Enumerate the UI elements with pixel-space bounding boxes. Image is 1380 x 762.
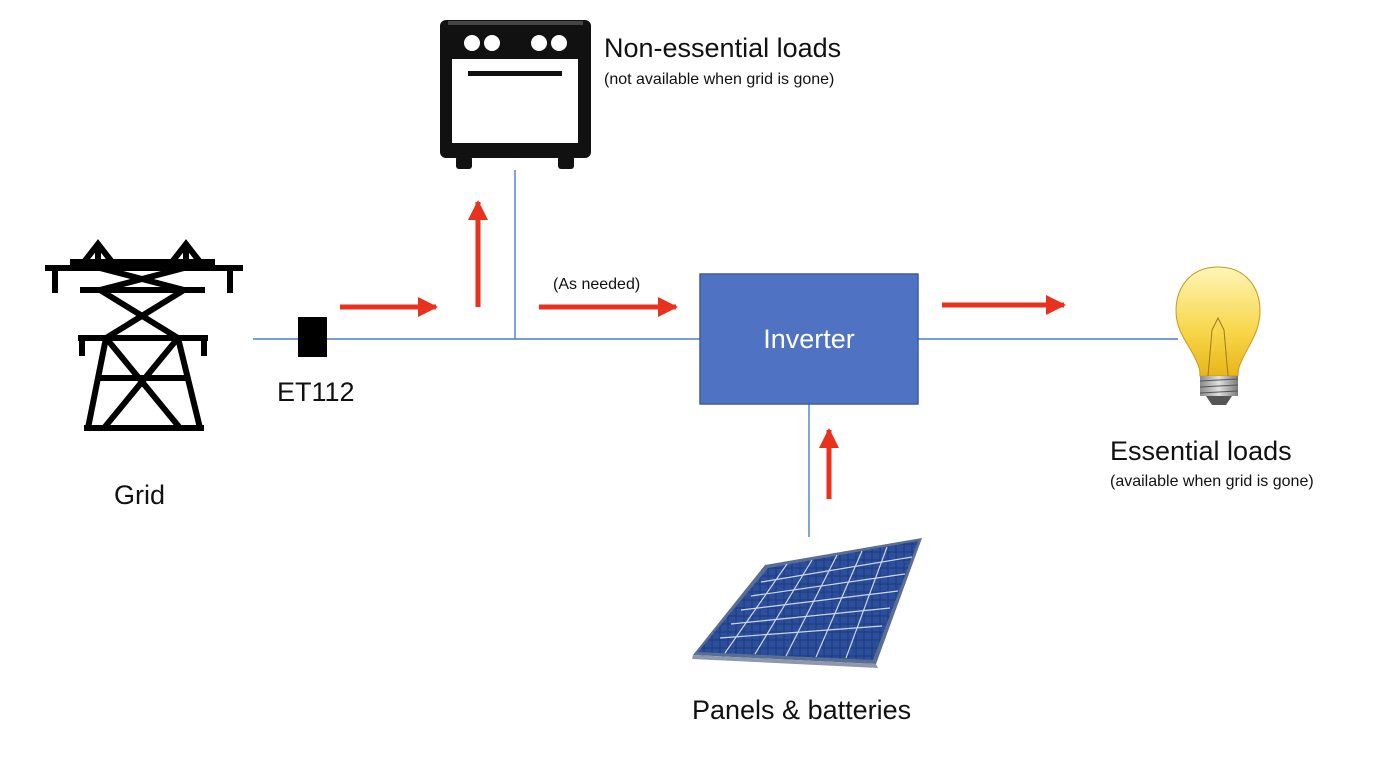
wires [253, 170, 1178, 537]
flow-arrows [340, 200, 1066, 499]
solar-panel-icon [692, 538, 922, 668]
meter-label: ET112 [277, 377, 355, 407]
inverter-label: Inverter [763, 324, 855, 354]
transmission-tower-icon [45, 239, 243, 431]
light-bulb-icon [1175, 266, 1261, 405]
essential-loads-label: Essential loads [1110, 436, 1292, 466]
panels-batteries-label: Panels & batteries [692, 695, 912, 725]
oven-icon [440, 20, 591, 169]
as-needed-label: (As needed) [553, 276, 641, 293]
non-essential-loads-label: Non-essential loads [604, 33, 842, 63]
essential-loads-note: (available when grid is gone) [1110, 473, 1314, 490]
grid-label: Grid [114, 480, 166, 510]
non-essential-loads-note: (not available when grid is gone) [604, 71, 835, 88]
inverter-box [699, 273, 919, 405]
meter-box [298, 317, 327, 357]
